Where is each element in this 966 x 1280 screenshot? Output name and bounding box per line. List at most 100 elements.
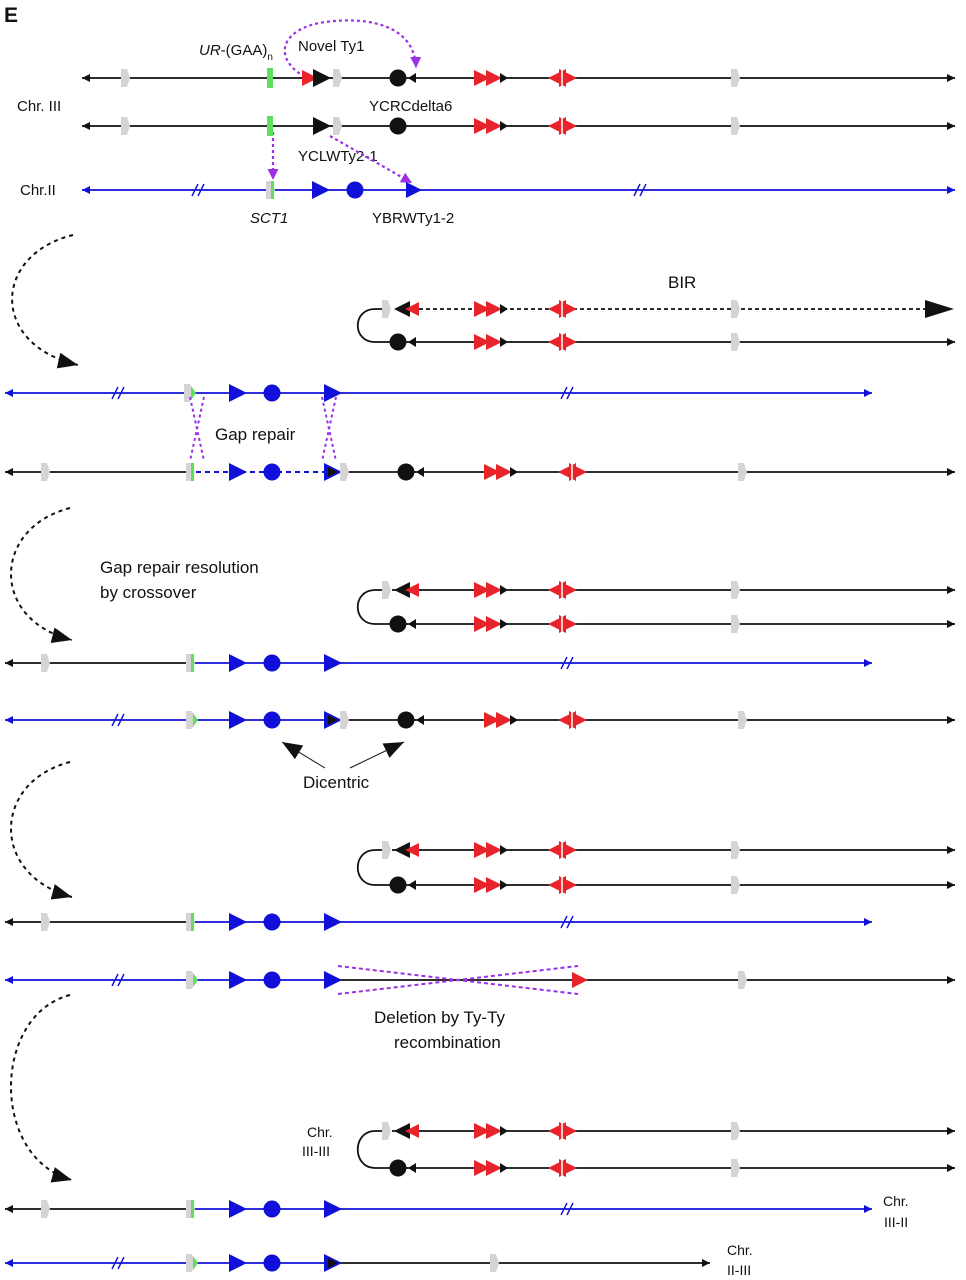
ty-element-48 [486,334,502,350]
gap-repair-cross-left [189,396,205,462]
ty-element-19 [474,118,490,134]
ty-element-38 [486,301,502,317]
ur-gaa-marker-199 [191,1200,194,1218]
ty-element-29 [312,181,330,199]
ty-element-91 [474,877,490,893]
ty-element-193 [572,972,588,988]
gray-marker-100 [382,1122,391,1140]
dicentric-pointer-left [281,741,326,769]
ty-element-173 [569,711,587,729]
ty-element-7 [474,70,490,86]
ty-element-134 [229,463,247,481]
gray-marker-207 [186,1254,195,1272]
gray-marker-160 [186,711,195,729]
gray-marker-138 [340,463,349,481]
ur-gaa-marker-152 [191,654,194,672]
delta-element-105 [500,1126,508,1136]
ty-element-126 [324,384,342,402]
delta-element-46 [408,337,416,347]
delta-element-49 [500,337,508,347]
purple-arrow-ty2-to-ybrw [329,135,413,184]
gray-marker-17 [333,117,342,135]
stage-arrow-2 [10,507,73,644]
gray-marker-14 [121,117,130,135]
ty-element-95 [559,876,577,894]
ty-element-145 [569,463,587,481]
ty-element-114 [486,1160,502,1176]
gray-marker-43 [731,300,740,318]
gray-marker-56 [382,581,391,599]
deletion-label-2: recombination [394,1033,501,1052]
gray-marker-65 [731,581,740,599]
ty-element-35 [394,301,410,317]
ty-element-73 [559,615,577,633]
ty-element-3 [313,69,331,87]
ur-gaa-marker-123 [191,386,196,400]
stage-elements [5,68,955,1272]
ty-element-153 [229,654,247,672]
gray-marker-0 [121,69,130,87]
hairpin-loop-54 [357,589,392,625]
gray-marker-178 [41,913,50,931]
ty-element-31 [406,182,422,198]
gray-marker-4 [333,69,342,87]
ty-element-101 [394,1123,410,1139]
ur-gaa-marker-161 [193,713,198,727]
ty-element-162 [229,711,247,729]
gray-marker-75 [731,615,740,633]
centromere-167 [397,711,415,729]
ycrcdelta6-label: YCRCdelta6 [369,98,452,115]
gray-marker-131 [41,463,50,481]
ty-element-80 [405,843,419,857]
chr-iii-iii-label-1: Chr. [307,1124,333,1140]
ty-element-103 [474,1123,490,1139]
ty-element-36 [405,302,419,316]
ur-gaa-label: UR-(GAA)n [199,42,273,63]
ur-gaa-marker-180 [191,913,194,931]
delta-element-115 [500,1163,508,1173]
gray-marker-87 [731,841,740,859]
delta-element-68 [408,619,416,629]
ty-element-20 [486,118,502,134]
gray-marker-166 [340,711,349,729]
ty-element-16 [313,117,331,135]
purple-arrow-novel-to-ycrc [283,19,422,81]
centromere-30 [346,181,364,199]
delta-element-71 [500,619,508,629]
ur-gaa-marker-133 [191,463,194,481]
gray-marker-147 [738,463,747,481]
ty-element-209 [229,1254,247,1272]
ty-element-92 [486,877,502,893]
ty-element-113 [474,1160,490,1176]
deletion-cross [337,965,579,995]
chr-iii-iii-label-2: III-III [302,1143,330,1159]
centromere-111 [389,1159,407,1177]
gray-marker-13 [731,69,740,87]
delta-element-140 [416,467,424,477]
ty-element-141 [484,464,500,480]
ty-element-181 [229,913,247,931]
bir-label: BIR [668,273,696,292]
gray-marker-175 [738,711,747,729]
centromere-135 [263,463,281,481]
delta-element-9 [500,73,508,83]
stage-arrow-4 [10,994,73,1183]
gap-repair-cross-right [321,396,337,462]
ty-element-82 [486,842,502,858]
gap-repair-label: Gap repair [215,425,296,444]
ty-element-104 [486,1123,502,1139]
hairpin-loop-76 [357,849,392,886]
centromere-182 [263,913,281,931]
ty-element-8 [486,70,502,86]
ty-element-11 [559,69,577,87]
gap-resolution-label-1: Gap repair resolution [100,558,259,577]
ty-element-137 [328,467,338,477]
ty-element-47 [474,334,490,350]
delta-element-61 [500,585,508,595]
gray-marker-119 [731,1159,740,1177]
ty-element-58 [405,583,419,597]
break-mark-206 [111,1256,125,1270]
centromere-45 [389,333,407,351]
break-mark-203 [560,1202,574,1216]
